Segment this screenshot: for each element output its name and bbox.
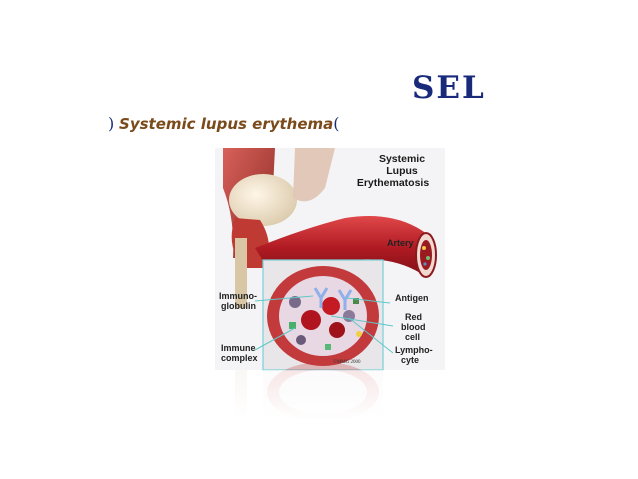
slide-subtitle: ) Systemic lupus erythema( <box>108 114 340 133</box>
subtitle-open-paren: ) <box>108 114 115 133</box>
label-lymphocyte-2: cyte <box>401 355 419 365</box>
figure-title-line-3: Erythematosis <box>357 177 430 189</box>
label-red-blood-cell-2: blood <box>401 322 426 332</box>
sle-illustration-svg: Systemic Lupus Erythematosis Artery Immu… <box>215 148 445 422</box>
immunoglobulin-shape <box>313 287 329 308</box>
label-red-blood-cell-3: cell <box>405 332 420 342</box>
label-antigen: Antigen <box>395 293 429 303</box>
antigen-shape <box>289 322 296 329</box>
artery-lumen <box>420 240 432 270</box>
tissue-shape <box>293 148 335 202</box>
label-immune-complex-2: complex <box>221 353 258 363</box>
slide-title: SEL <box>412 70 486 106</box>
label-immunoglobulin-2: globulin <box>221 301 256 311</box>
bone-shape <box>229 174 297 226</box>
subtitle-term: Systemic lupus erythema <box>119 115 334 133</box>
red-blood-cell <box>301 310 321 330</box>
figure-title-line-2: Lupus <box>386 165 418 177</box>
figure-title-line-1: Systemic <box>379 153 425 165</box>
lymphocyte <box>289 296 301 308</box>
label-red-blood-cell-1: Red <box>405 312 422 322</box>
subtitle-close-paren: ( <box>333 114 340 133</box>
image-credit: ©MMG 2000 <box>333 359 361 365</box>
label-immunoglobulin-1: Immuno- <box>219 291 257 301</box>
bone-shaft <box>235 238 247 308</box>
label-artery: Artery <box>387 238 414 248</box>
label-lymphocyte-1: Lympho- <box>395 345 433 355</box>
label-immune-complex-1: Immune <box>221 343 256 353</box>
sle-illustration: Systemic Lupus Erythematosis Artery Immu… <box>215 148 445 422</box>
